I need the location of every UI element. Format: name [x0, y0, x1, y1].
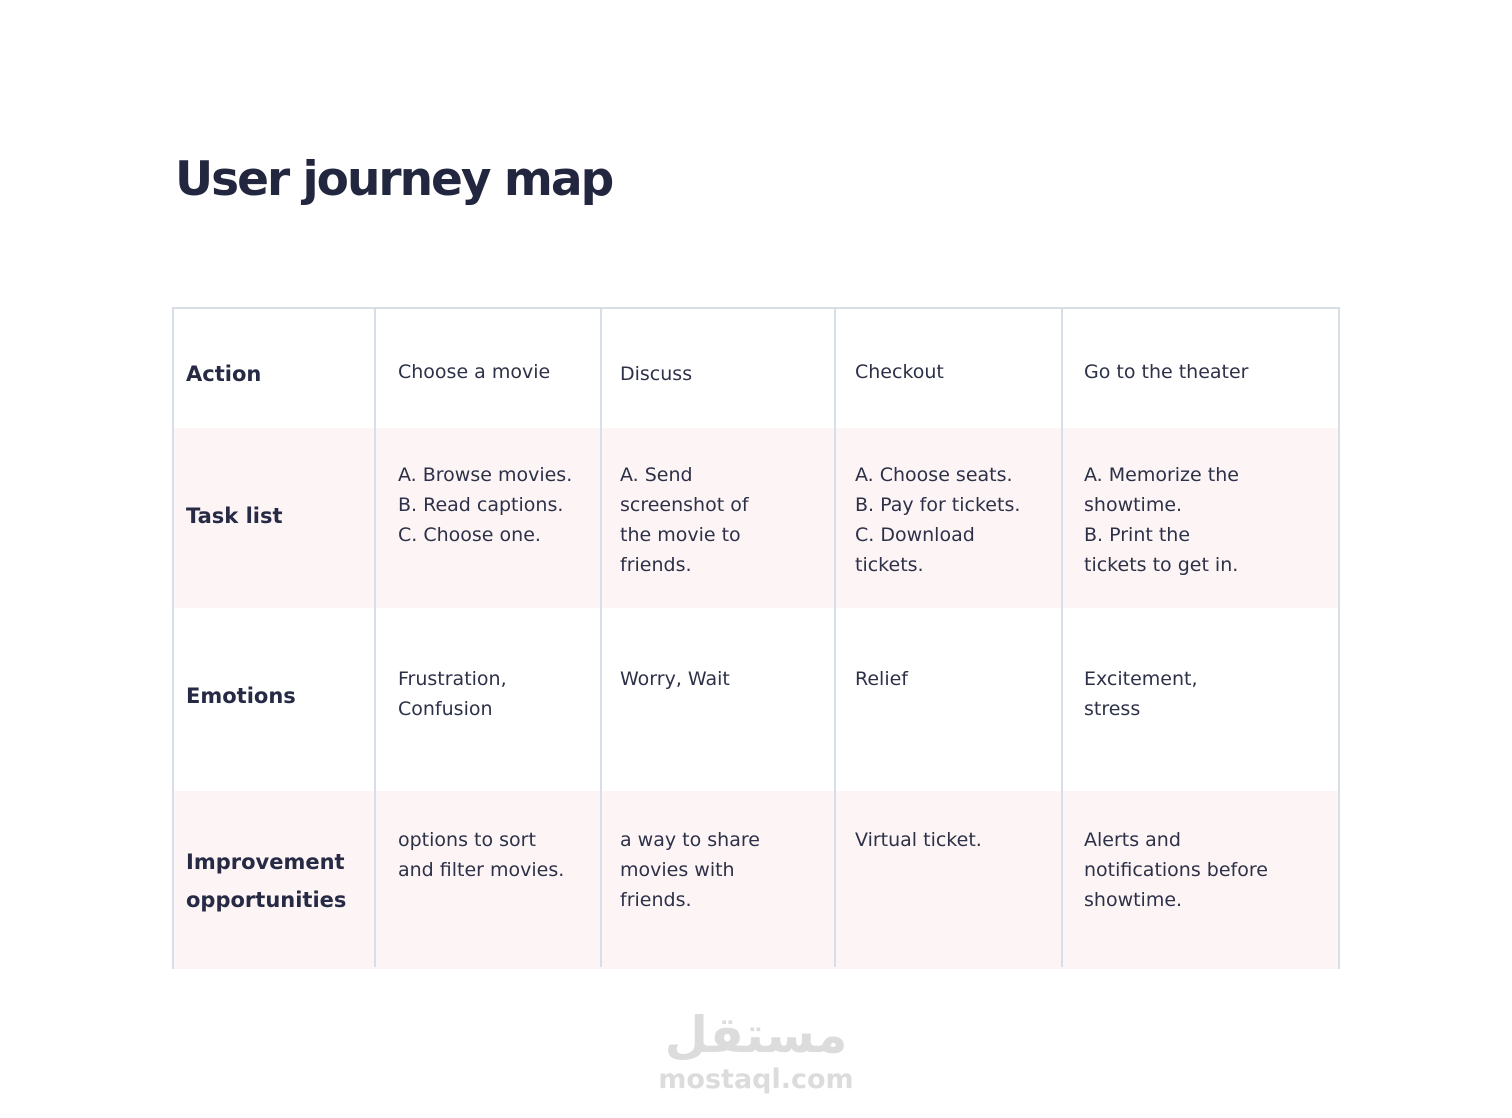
table-row-task-list: Task list A. Browse movies. B. Read capt…: [174, 428, 1338, 608]
table-row-action: Action Choose a movie Discuss Checkout G…: [174, 309, 1338, 428]
mostaql-watermark-logo: مستقل mostaql.com: [640, 1005, 872, 1095]
journey-table: Action Choose a movie Discuss Checkout G…: [172, 307, 1340, 969]
row-label: Emotions: [186, 684, 296, 708]
row-label: Improvement opportunities: [186, 850, 347, 912]
page-title: User journey map: [175, 152, 614, 207]
column-divider: [374, 309, 376, 967]
table-cell: A. Memorize the showtime. B. Print the t…: [1084, 464, 1239, 576]
table-cell: Relief: [855, 668, 908, 690]
table-cell: Excitement, stress: [1084, 668, 1198, 720]
table-cell: a way to share movies with friends.: [620, 829, 760, 911]
table-row-emotions: Emotions Frustration, Confusion Worry, W…: [174, 608, 1338, 791]
row-label: Action: [186, 362, 262, 386]
table-cell: A. Browse movies. B. Read captions. C. C…: [398, 464, 573, 546]
table-cell: Go to the theater: [1084, 361, 1249, 383]
row-label: Task list: [186, 504, 283, 528]
table-row-improvement: Improvement opportunities options to sor…: [174, 791, 1338, 969]
table-cell: Virtual ticket.: [855, 829, 982, 851]
table-cell: A. Choose seats. B. Pay for tickets. C. …: [855, 464, 1021, 576]
table-cell: Alerts and notifications before showtime…: [1084, 829, 1268, 911]
column-divider: [600, 309, 602, 967]
table-cell: options to sort and filter movies.: [398, 829, 565, 881]
table-cell: Discuss: [620, 363, 693, 385]
table-cell: A. Send screenshot of the movie to frien…: [620, 464, 749, 576]
column-divider: [1061, 309, 1063, 967]
table-cell: Checkout: [855, 361, 944, 383]
table-cell: Choose a movie: [398, 361, 551, 383]
table-cell: Frustration, Confusion: [398, 668, 507, 720]
column-divider: [834, 309, 836, 967]
watermark-latin: mostaql.com: [658, 1064, 854, 1095]
table-cell: Worry, Wait: [620, 668, 730, 690]
watermark-arabic: مستقل: [664, 1006, 848, 1064]
